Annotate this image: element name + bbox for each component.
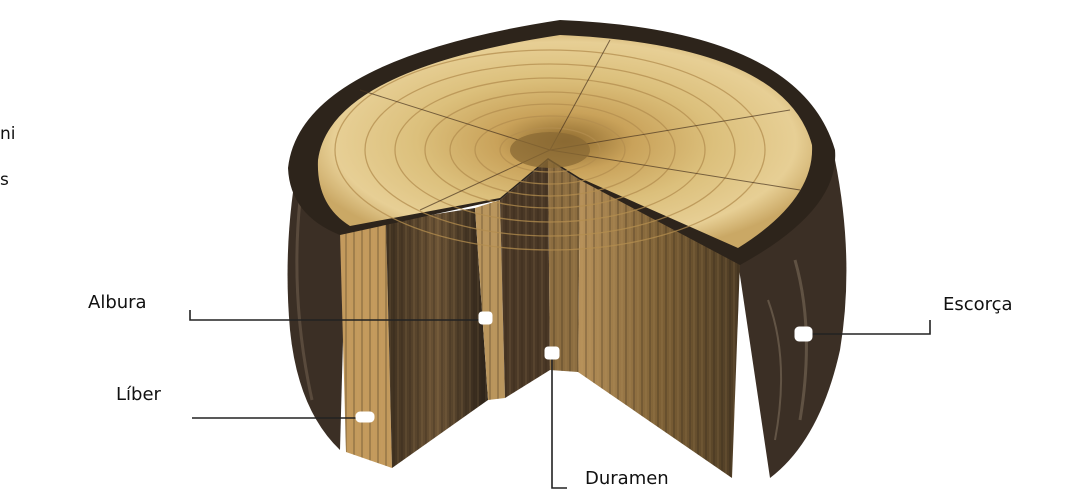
label-albura: Albura [88,292,147,313]
label-liber: Líber [116,384,161,405]
label-escorca: Escorça [943,294,1013,315]
pith [510,132,590,168]
label-duramen: Duramen [585,468,669,489]
